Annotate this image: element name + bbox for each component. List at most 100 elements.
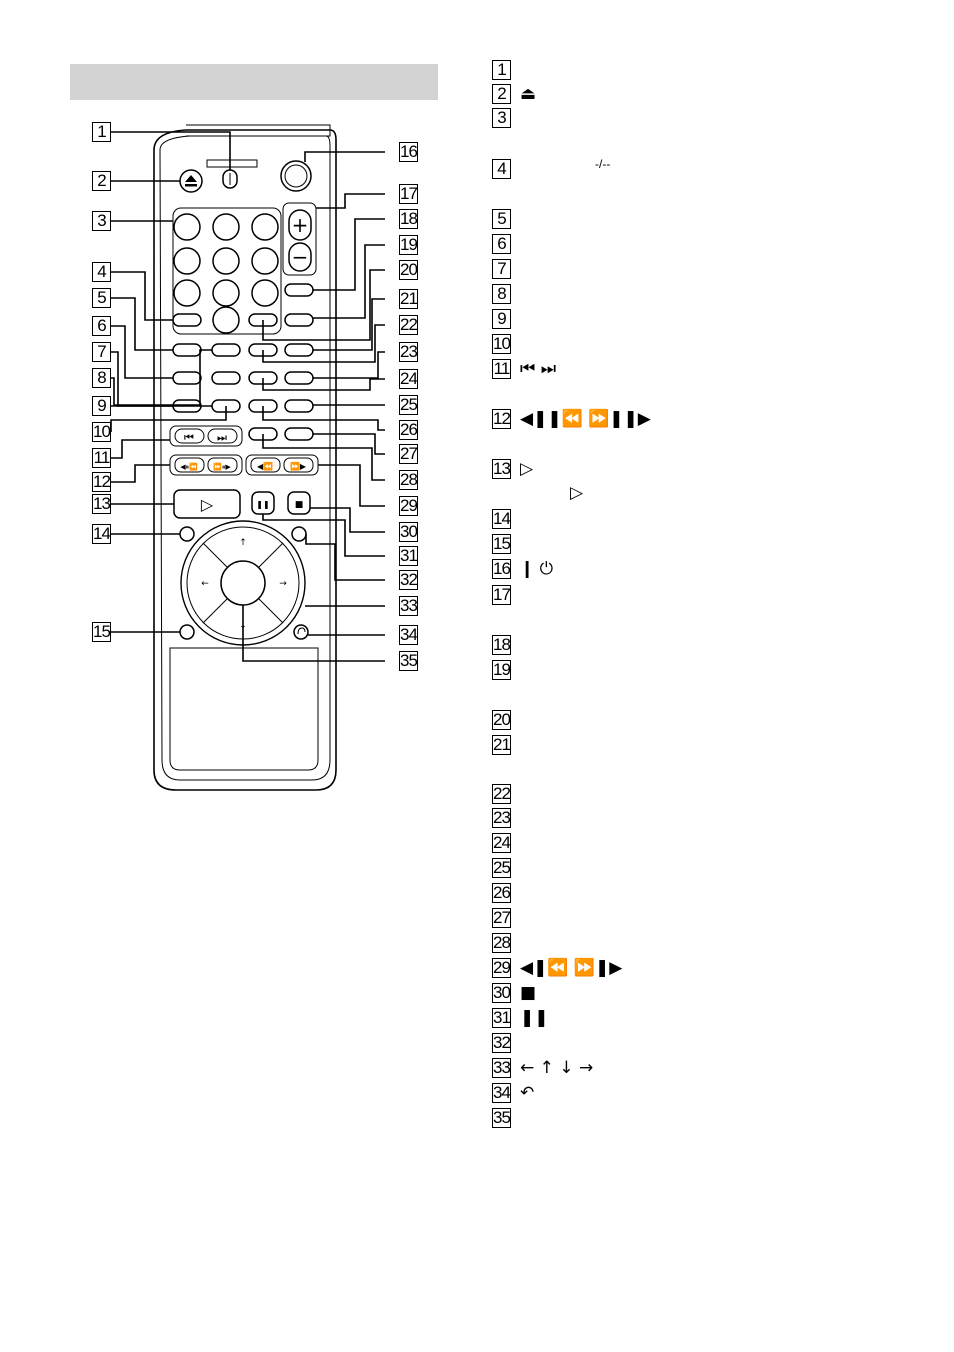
legend-num-16: 16 — [492, 559, 511, 579]
pause-icon: ❚❚ — [256, 500, 269, 509]
callout-3: 3 — [92, 211, 111, 231]
number-key-4[interactable] — [173, 247, 201, 275]
direction-pad[interactable]: ↑ ← → ↓ — [180, 520, 306, 646]
number-key-5[interactable] — [212, 247, 240, 275]
scan-right-icon: ⏩▶ — [290, 461, 307, 471]
button-15[interactable] — [179, 624, 195, 640]
leader-line-26 — [262, 406, 385, 431]
legend-num-19: 19 — [492, 660, 511, 680]
callout-leader-lines — [110, 131, 385, 662]
prev-next-group[interactable]: ⏮ ⏭ — [169, 425, 243, 447]
legend-num-35: 35 — [492, 1108, 511, 1128]
oval-button-5[interactable] — [172, 343, 202, 357]
legend-num-21: 21 — [492, 735, 511, 755]
legend-symbol-33: ← ↑ ↓ → — [520, 1058, 594, 1078]
number-key-6[interactable] — [251, 247, 279, 275]
leader-line-8 — [111, 349, 212, 406]
number-key-0[interactable] — [212, 306, 240, 334]
scan-group[interactable]: ◀⏪ ⏩▶ — [245, 454, 319, 476]
arrow-right-icon: → — [279, 579, 287, 589]
play-button[interactable]: ▷ — [173, 489, 241, 519]
number-key-9[interactable] — [251, 279, 279, 307]
button-32[interactable] — [291, 526, 307, 542]
legend-symbol-34: ↶ — [520, 1083, 535, 1103]
legend-symbol-16: ❙ ⏻ — [520, 559, 554, 579]
legend-num-34: 34 — [492, 1083, 511, 1103]
leader-line-28 — [262, 434, 385, 481]
button-14[interactable] — [179, 526, 195, 542]
power-button[interactable] — [280, 160, 312, 192]
leader-line-12 — [111, 464, 170, 483]
callout-14: 14 — [92, 524, 111, 544]
callout-26: 26 — [399, 420, 418, 440]
legend-num-22: 22 — [492, 784, 511, 804]
legend-num-26: 26 — [492, 883, 511, 903]
legend-num-33: 33 — [492, 1058, 511, 1078]
mode-switch[interactable] — [206, 159, 258, 189]
legend-num-11: 11 — [492, 359, 511, 379]
callout-34: 34 — [399, 625, 418, 645]
leader-line-10 — [110, 406, 227, 432]
arrow-up-icon: ↑ — [239, 538, 247, 548]
callout-31: 31 — [399, 546, 418, 566]
scan-left-icon: ◀⏪ — [257, 461, 273, 471]
oval-button-3[interactable] — [284, 313, 314, 327]
oval-button-6[interactable] — [211, 343, 241, 357]
oval-button-1[interactable] — [172, 313, 202, 327]
number-pad — [173, 213, 279, 334]
leader-line-21 — [313, 298, 385, 351]
oval-button-9[interactable] — [172, 371, 202, 385]
legend-num-10: 10 — [492, 334, 511, 354]
number-key-3[interactable] — [251, 213, 279, 241]
oval-button-12[interactable] — [284, 371, 314, 385]
oval-button-18[interactable] — [284, 427, 314, 441]
legend-num-2: 2 — [492, 84, 511, 104]
legend-extra-4: -/-- — [595, 157, 611, 171]
legend-num-20: 20 — [492, 710, 511, 730]
volume-rocker[interactable]: + − — [282, 202, 317, 276]
return-button[interactable] — [293, 624, 309, 640]
legend-num-32: 32 — [492, 1033, 511, 1053]
callout-20: 20 — [399, 260, 418, 280]
number-key-2[interactable] — [212, 213, 240, 241]
callout-4: 4 — [92, 262, 111, 282]
oval-button-10[interactable] — [211, 371, 241, 385]
legend-num-7: 7 — [492, 259, 511, 279]
slow-left-icon: ◀⏸⏪ — [180, 462, 198, 471]
vol-plus-label: + — [292, 213, 309, 237]
leader-line-24 — [262, 378, 385, 391]
oval-button-16[interactable] — [284, 399, 314, 413]
slow-group[interactable]: ◀⏸⏪ ⏩⏸▶ — [169, 454, 243, 476]
leader-line-23 — [313, 351, 385, 379]
callout-10: 10 — [92, 422, 111, 442]
legend-num-29: 29 — [492, 958, 511, 978]
leader-line-7 — [111, 351, 173, 407]
legend-symbol-31: ❚❚ — [520, 1008, 549, 1028]
stop-button[interactable]: ■ — [287, 491, 311, 515]
callout-15: 15 — [92, 622, 111, 642]
leader-line-19 — [313, 244, 385, 319]
legend-num-5: 5 — [492, 209, 511, 229]
legend-num-13: 13 — [492, 459, 511, 479]
legend-num-15: 15 — [492, 534, 511, 554]
prev-icon: ⏮ — [184, 431, 194, 444]
callout-24: 24 — [399, 369, 418, 389]
pause-button[interactable]: ❚❚ — [251, 491, 275, 515]
legend-num-27: 27 — [492, 908, 511, 928]
oval-button-4[interactable] — [284, 283, 314, 297]
callout-5: 5 — [92, 288, 111, 308]
callout-7: 7 — [92, 342, 111, 362]
callout-25: 25 — [399, 395, 418, 415]
callout-29: 29 — [399, 496, 418, 516]
vol-minus-label: − — [292, 245, 309, 269]
number-key-7[interactable] — [173, 279, 201, 307]
leader-line-5 — [111, 297, 173, 351]
oval-button-8[interactable] — [284, 343, 314, 357]
number-key-1[interactable] — [173, 213, 201, 241]
leader-line-17 — [316, 193, 385, 209]
legend-symbol-13: ▷ — [520, 459, 534, 479]
number-key-8[interactable] — [212, 279, 240, 307]
legend-num-28: 28 — [492, 933, 511, 953]
leader-line-16 — [304, 151, 385, 162]
eject-button[interactable] — [179, 169, 203, 193]
